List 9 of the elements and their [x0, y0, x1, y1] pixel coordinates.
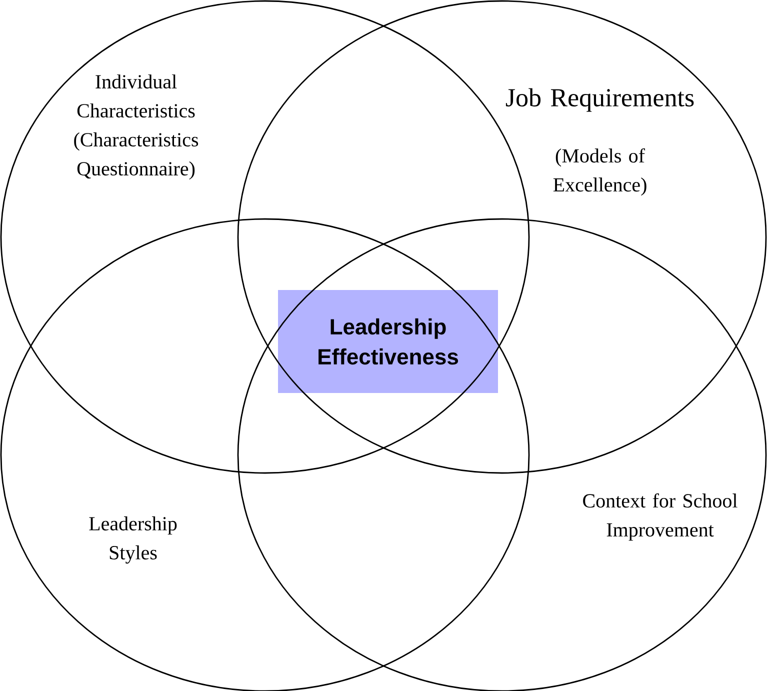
circle-label: Individual Characteristics	[77, 74, 195, 118]
circle-label: Job Requirements	[506, 88, 694, 112]
box-label: Leadership Effectiveness	[318, 318, 458, 365]
circle-label: (Models of Excellence)	[553, 148, 646, 196]
circle-label: Context for School Improvement	[583, 493, 738, 541]
circle-label: Leadership Styles	[89, 516, 177, 564]
circle-label: (Characteristics Questionnaire)	[74, 132, 198, 180]
venn-circle	[237, 0, 767, 474]
highlight-box	[278, 290, 498, 393]
